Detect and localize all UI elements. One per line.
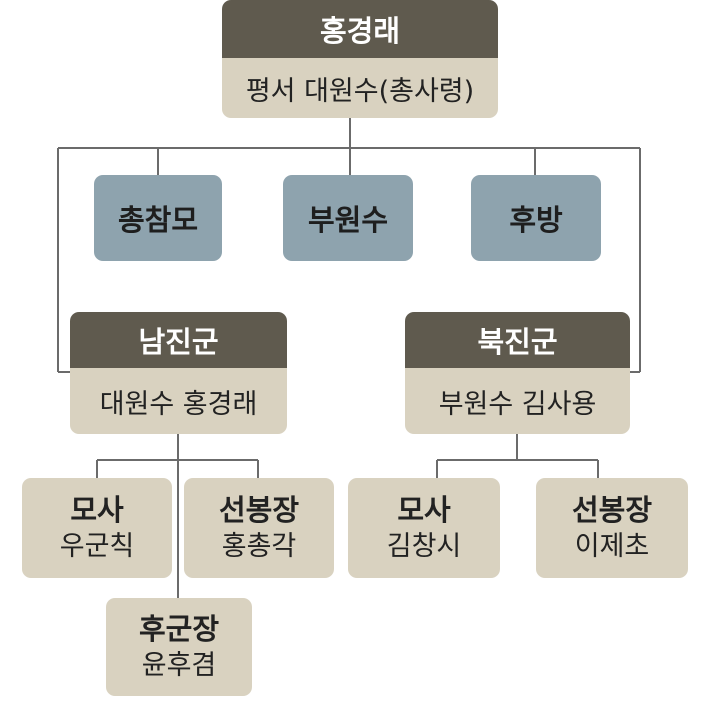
north-mosa-node: 모사 김창시 <box>348 478 500 578</box>
south-mosa-name: 우군칙 <box>59 531 135 562</box>
commander-node: 홍경래 평서 대원수(총사령) <box>222 0 498 118</box>
south-mosa-node: 모사 우군칙 <box>22 478 172 578</box>
staff-vice-commander: 부원수 <box>283 175 413 261</box>
south-vanguard-name: 홍총각 <box>221 531 297 562</box>
north-vanguard-node: 선봉장 이제초 <box>536 478 688 578</box>
south-rear-name: 윤후겸 <box>141 650 217 681</box>
staff-chief-of-staff: 총참모 <box>94 175 222 261</box>
commander-name: 홍경래 <box>222 0 498 58</box>
north-mosa-name: 김창시 <box>386 531 462 562</box>
north-vanguard-name: 이제초 <box>574 531 650 562</box>
north-army-name: 북진군 <box>405 312 630 368</box>
north-vanguard-role: 선봉장 <box>571 493 653 527</box>
south-army-node: 남진군 대원수 홍경래 <box>70 312 287 434</box>
south-army-leader: 대원수 홍경래 <box>70 368 287 434</box>
south-rear-node: 후군장 윤후겸 <box>106 598 252 696</box>
north-army-node: 북진군 부원수 김사용 <box>405 312 630 434</box>
south-rear-role: 후군장 <box>138 612 220 646</box>
south-vanguard-node: 선봉장 홍총각 <box>184 478 334 578</box>
south-vanguard-role: 선봉장 <box>218 493 300 527</box>
staff-rear: 후방 <box>471 175 601 261</box>
south-mosa-role: 모사 <box>70 493 124 527</box>
north-army-leader: 부원수 김사용 <box>405 368 630 434</box>
north-mosa-role: 모사 <box>397 493 451 527</box>
south-army-name: 남진군 <box>70 312 287 368</box>
commander-title: 평서 대원수(총사령) <box>222 58 498 118</box>
